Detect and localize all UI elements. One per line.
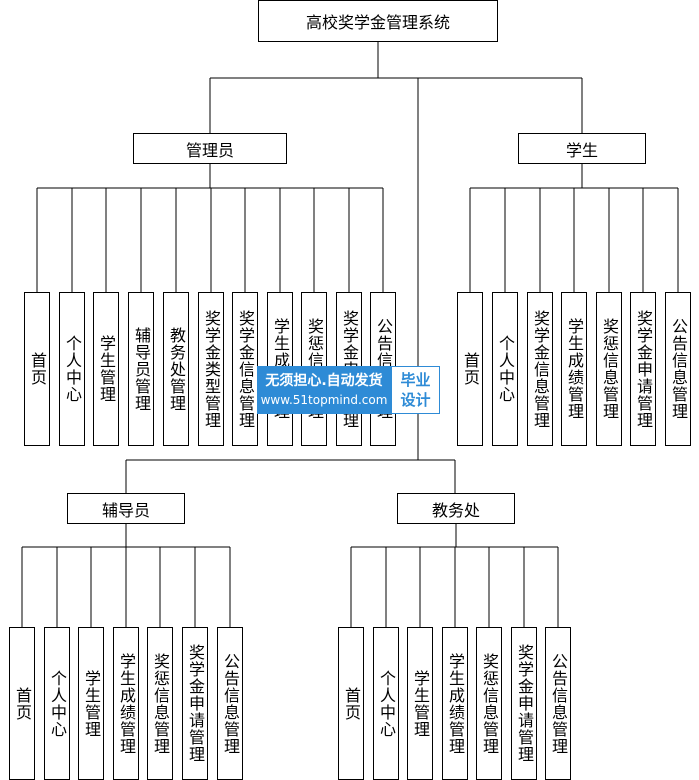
- leaf-node-admin-3: 辅导员管理: [128, 292, 154, 446]
- role-node-counselor: 辅导员: [67, 493, 185, 524]
- leaf-node-admin-4: 教务处管理: [163, 292, 189, 446]
- leaf-node-admin-6: 奖学金信息管理: [232, 292, 258, 446]
- leaf-node-academic-2: 学生管理: [407, 627, 433, 780]
- watermark-left: 无须担心.自动发货 www.51topmind.com: [257, 366, 391, 414]
- leaf-node-student-5: 奖学金申请管理: [630, 292, 656, 446]
- leaf-node-student-4: 奖惩信息管理: [596, 292, 622, 446]
- leaf-node-counselor-5: 奖学金申请管理: [182, 627, 208, 780]
- leaf-node-student-3: 学生成绩管理: [561, 292, 587, 446]
- watermark-banner: 无须担心.自动发货 www.51topmind.com 毕业 设计: [257, 366, 440, 414]
- role-node-student: 学生: [518, 133, 646, 164]
- leaf-node-academic-5: 奖学金申请管理: [511, 627, 537, 780]
- leaf-node-counselor-0: 首页: [9, 627, 35, 780]
- leaf-node-student-0: 首页: [457, 292, 483, 446]
- leaf-node-counselor-6: 公告信息管理: [217, 627, 243, 780]
- leaf-node-admin-5: 奖学金类型管理: [198, 292, 224, 446]
- root-node: 高校奖学金管理系统: [258, 0, 498, 42]
- leaf-node-counselor-1: 个人中心: [44, 627, 70, 780]
- leaf-node-student-1: 个人中心: [492, 292, 518, 446]
- role-node-academic: 教务处: [397, 493, 515, 524]
- leaf-node-academic-6: 公告信息管理: [545, 627, 571, 780]
- role-node-admin: 管理员: [133, 133, 287, 164]
- leaf-node-student-2: 奖学金信息管理: [527, 292, 553, 446]
- leaf-node-academic-3: 学生成绩管理: [442, 627, 468, 780]
- leaf-node-admin-0: 首页: [24, 292, 50, 446]
- leaf-node-student-6: 公告信息管理: [665, 292, 691, 446]
- watermark-slogan: 无须担心.自动发货: [265, 373, 383, 389]
- leaf-node-admin-2: 学生管理: [93, 292, 119, 446]
- leaf-node-counselor-2: 学生管理: [78, 627, 104, 780]
- leaf-node-counselor-3: 学生成绩管理: [113, 627, 139, 780]
- leaf-node-academic-0: 首页: [338, 627, 364, 780]
- watermark-site: www.51topmind.com: [260, 393, 388, 407]
- leaf-node-admin-1: 个人中心: [59, 292, 85, 446]
- watermark-badge-line1: 毕业: [400, 371, 431, 389]
- watermark-badge-line2: 设计: [400, 391, 431, 409]
- leaf-node-counselor-4: 奖惩信息管理: [147, 627, 173, 780]
- leaf-node-academic-1: 个人中心: [373, 627, 399, 780]
- watermark-badge: 毕业 设计: [391, 366, 440, 414]
- leaf-node-academic-4: 奖惩信息管理: [476, 627, 502, 780]
